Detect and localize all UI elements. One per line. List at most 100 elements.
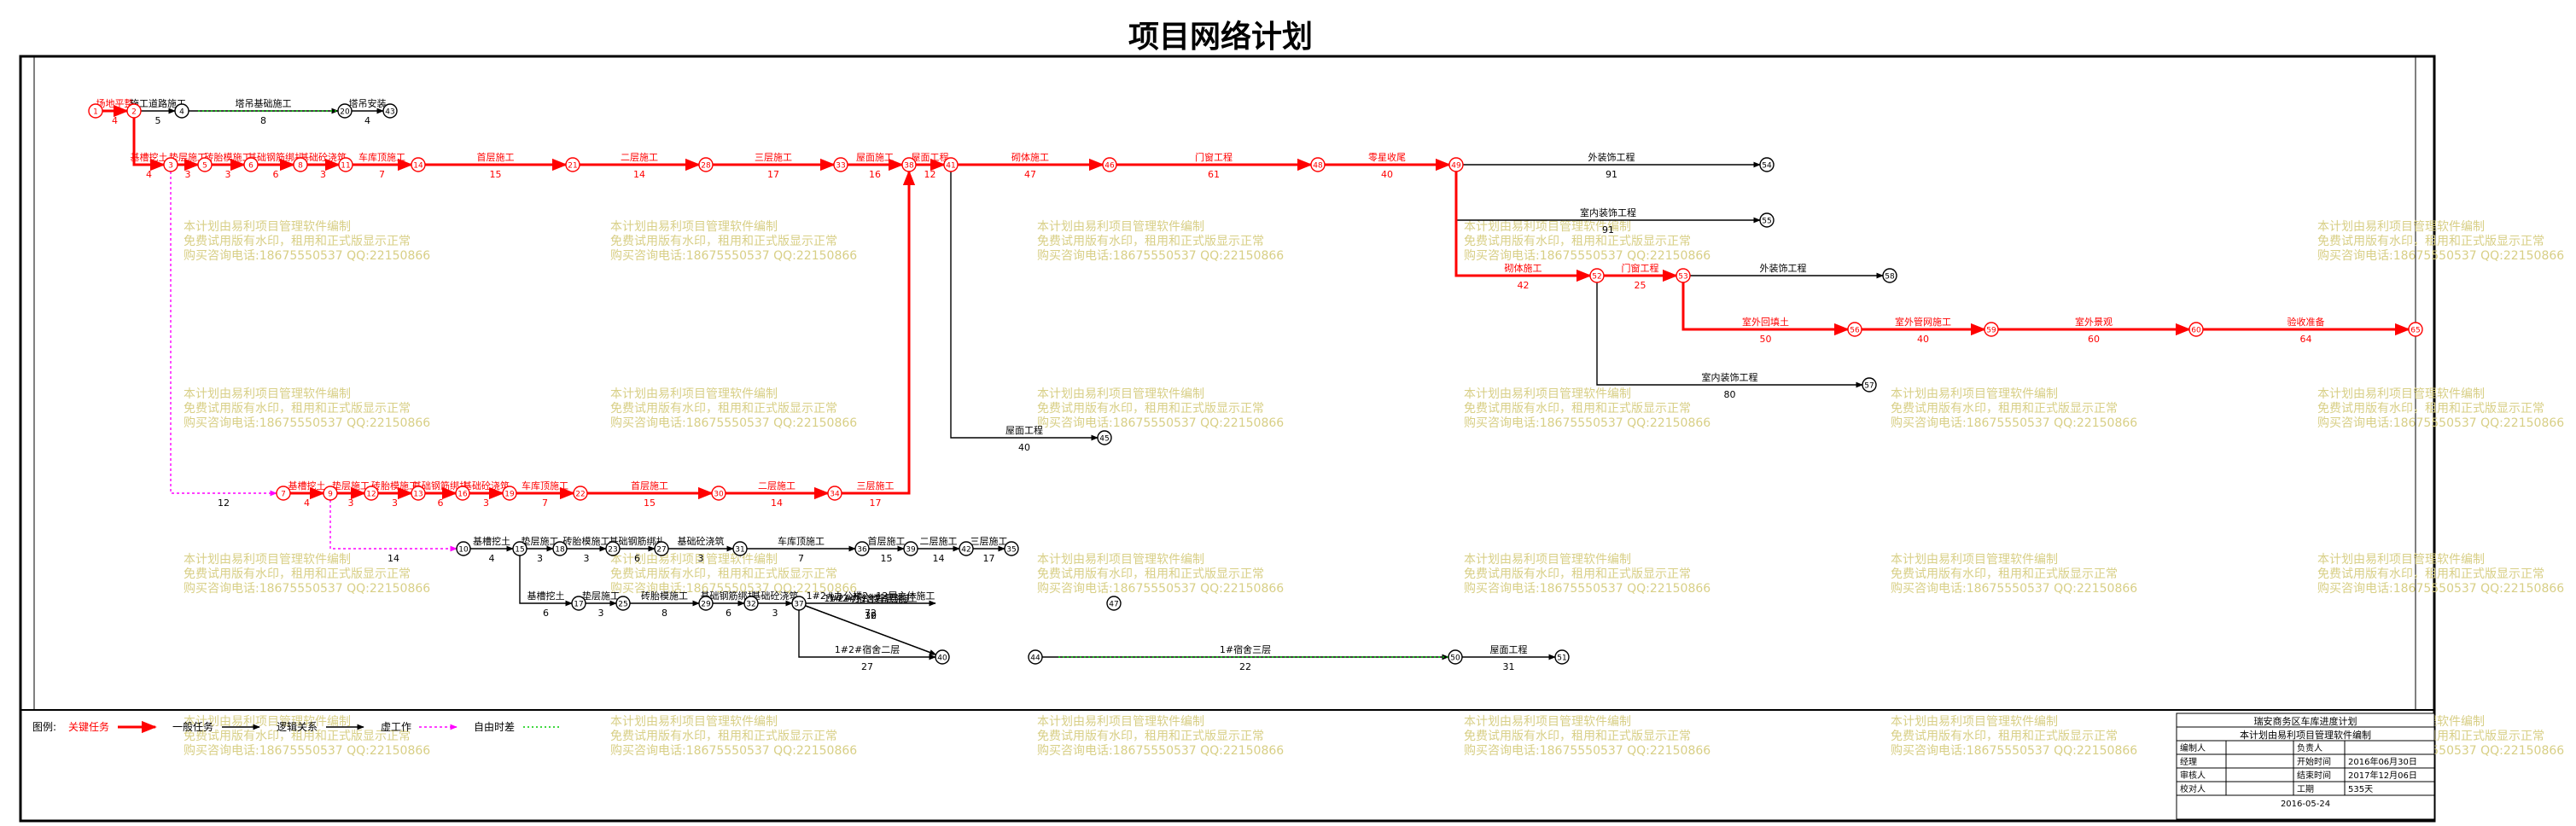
event-node-number: 47 (1109, 601, 1118, 609)
watermark-text: 购买咨询电话:18675550537 QQ:22150866 (184, 582, 430, 596)
activity-name: 基槽挖土 (131, 151, 168, 163)
event-node-number: 31 (735, 546, 744, 555)
activity-duration: 80 (1724, 389, 1736, 400)
activity-duration: 15 (644, 497, 656, 509)
event-node (337, 103, 353, 119)
activity-arrows: 场地平整4施工道路施工5塔吊基础施工8塔吊安装4基槽挖土4垫层施工3砖胎模施工3… (96, 97, 2410, 672)
title-block-cell: 开始时间 (2297, 756, 2331, 767)
watermark-text: 本计划由易利项目管理软件编制 (2317, 553, 2485, 567)
event-node (2408, 322, 2423, 337)
watermark-text: 免费试用版有水印，租用和正式版显示正常 (2317, 235, 2544, 248)
title-block-cell: 经理 (2180, 756, 2197, 767)
event-node (605, 541, 621, 556)
event-node (903, 541, 918, 556)
legend: 图例:关键任务一般任务逻辑关系虚工作自由时差 (32, 720, 561, 734)
title-block-cell: 2017年12月06日 (2348, 770, 2417, 781)
event-node (1847, 322, 1862, 337)
activity-duration: 5 (155, 115, 161, 126)
watermark-text: 本计划由易利项目管理软件编制 (1037, 387, 1204, 401)
activity-name: 1#2#宿舍首层施工 (829, 592, 912, 604)
activity-name: 门窗工程 (1195, 151, 1233, 163)
activity-duration: 6 (273, 169, 279, 180)
event-node (411, 157, 426, 172)
activity-duration: 14 (771, 497, 783, 509)
activity-name: 场地平整 (96, 97, 134, 109)
activity-duration: 14 (388, 553, 399, 564)
activity-name: 首层施工 (631, 480, 668, 492)
activity-duration: 4 (146, 169, 152, 180)
activity-arrow (329, 500, 458, 552)
event-node-number: 14 (413, 162, 423, 171)
event-node (1448, 157, 1464, 172)
event-node-number: 38 (904, 162, 914, 171)
event-node-number: 52 (1592, 273, 1601, 282)
activity-duration: 3 (185, 169, 191, 180)
activity-name: 屋面工程 (1005, 425, 1043, 436)
event-node (1862, 377, 1877, 393)
event-node (935, 649, 950, 665)
event-node (1759, 212, 1775, 228)
title-block-cell: 审核人 (2180, 770, 2206, 781)
watermark-text: 免费试用版有水印，租用和正式版显示正常 (184, 235, 411, 248)
activity-duration: 3 (392, 497, 398, 509)
title-block-cell: 校对人 (2180, 783, 2206, 794)
title-block-project: 瑞安商务区车库进度计划 (2254, 715, 2357, 727)
page-title: 项目网络计划 (1128, 19, 1313, 55)
activity-name: 塔吊基础施工 (236, 98, 292, 109)
activity-arrow (842, 170, 916, 495)
watermark-text: 购买咨询电话:18675550537 QQ:22150866 (2317, 416, 2564, 430)
activity-duration: 91 (1606, 169, 1617, 180)
activity-name: 二层施工 (920, 536, 958, 547)
activity-name: 三层施工 (755, 152, 792, 163)
event-node-number: 41 (946, 162, 955, 171)
activity-duration: 3 (598, 608, 604, 619)
activity-duration: 4 (112, 115, 118, 126)
activity-name: 室外回填土 (1742, 316, 1789, 328)
watermark-text: 购买咨询电话:18675550537 QQ:22150866 (610, 249, 857, 263)
watermark-text: 本计划由易利项目管理软件编制 (1464, 715, 1631, 729)
activity-duration: 25 (1635, 280, 1646, 291)
watermark-text: 免费试用版有水印，租用和正式版显示正常 (1037, 235, 1264, 248)
title-block-cell: 结束时间 (2297, 770, 2331, 781)
event-node-number: 59 (1986, 327, 1996, 335)
event-node-number: 44 (1030, 654, 1040, 663)
event-node-number: 43 (385, 108, 394, 117)
event-node-number: 12 (366, 491, 376, 499)
watermark-text: 免费试用版有水印，租用和正式版显示正常 (1037, 730, 1264, 743)
activity-duration: 3 (698, 553, 704, 564)
activity-name: 室外管网施工 (1895, 316, 1951, 328)
activity-duration: 7 (379, 169, 385, 180)
event-node (197, 157, 213, 172)
event-node-number: 33 (836, 162, 845, 171)
activity-duration: 22 (1239, 661, 1251, 672)
event-node-number: 13 (413, 491, 423, 499)
watermark-text: 本计划由易利项目管理软件编制 (610, 715, 778, 729)
activity-name: 塔吊安装 (349, 97, 387, 109)
watermark-text: 购买咨询电话:18675550537 QQ:22150866 (184, 744, 430, 758)
watermark-text: 本计划由易利项目管理软件编制 (610, 387, 778, 401)
event-node (571, 596, 586, 611)
event-node-number: 51 (1557, 654, 1566, 663)
event-node (698, 596, 714, 611)
watermark-text: 购买咨询电话:18675550537 QQ:22150866 (610, 582, 857, 596)
watermark-text: 本计划由易利项目管理软件编制 (1464, 387, 1631, 401)
event-node (573, 486, 588, 501)
event-node-number: 40 (937, 654, 947, 663)
activity-name: 基础钢筋绑扎 (412, 480, 469, 492)
activity-name: 基础砼浇筑 (300, 151, 347, 163)
event-node-number: 25 (618, 601, 627, 609)
watermark-text: 本计划由易利项目管理软件编制 (1037, 220, 1204, 234)
event-node-number: 45 (1099, 435, 1109, 444)
event-node (654, 541, 669, 556)
legend-item-label: 自由时差 (474, 721, 515, 733)
activity-name: 基槽挖土 (473, 535, 510, 547)
watermark-text: 购买咨询电话:18675550537 QQ:22150866 (610, 416, 857, 430)
event-node (163, 157, 178, 172)
event-node-number: 21 (568, 162, 577, 171)
activity-name: 首层施工 (477, 151, 515, 163)
event-node (943, 157, 959, 172)
activity-duration: 8 (661, 608, 667, 619)
activity-duration: 3 (348, 497, 354, 509)
event-node (1028, 649, 1043, 665)
